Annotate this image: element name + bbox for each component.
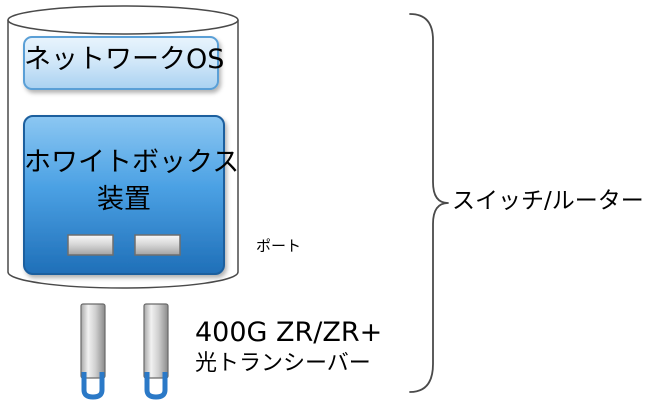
port-slot — [67, 234, 114, 256]
transceiver-label-line2: 光トランシーバー — [195, 351, 371, 376]
transceiver-label-line1: 400G ZR/ZR+ — [195, 317, 383, 348]
switch-router-label: スイッチ/ルーター — [452, 188, 644, 214]
network-os-box — [23, 36, 219, 90]
whitebox-device-label: ホワイトボックス 装置 — [24, 144, 240, 218]
port-label: ポート — [256, 237, 302, 255]
network-os-label: ネットワークOS — [24, 44, 225, 75]
whitebox-label-line2: 装置 — [97, 184, 151, 215]
optical-transceiver-module — [143, 303, 169, 400]
optical-transceiver-module — [80, 303, 106, 400]
grouping-brace — [409, 13, 449, 393]
port-slot — [134, 234, 181, 256]
whitebox-label-line1: ホワイトボックス — [24, 147, 240, 178]
